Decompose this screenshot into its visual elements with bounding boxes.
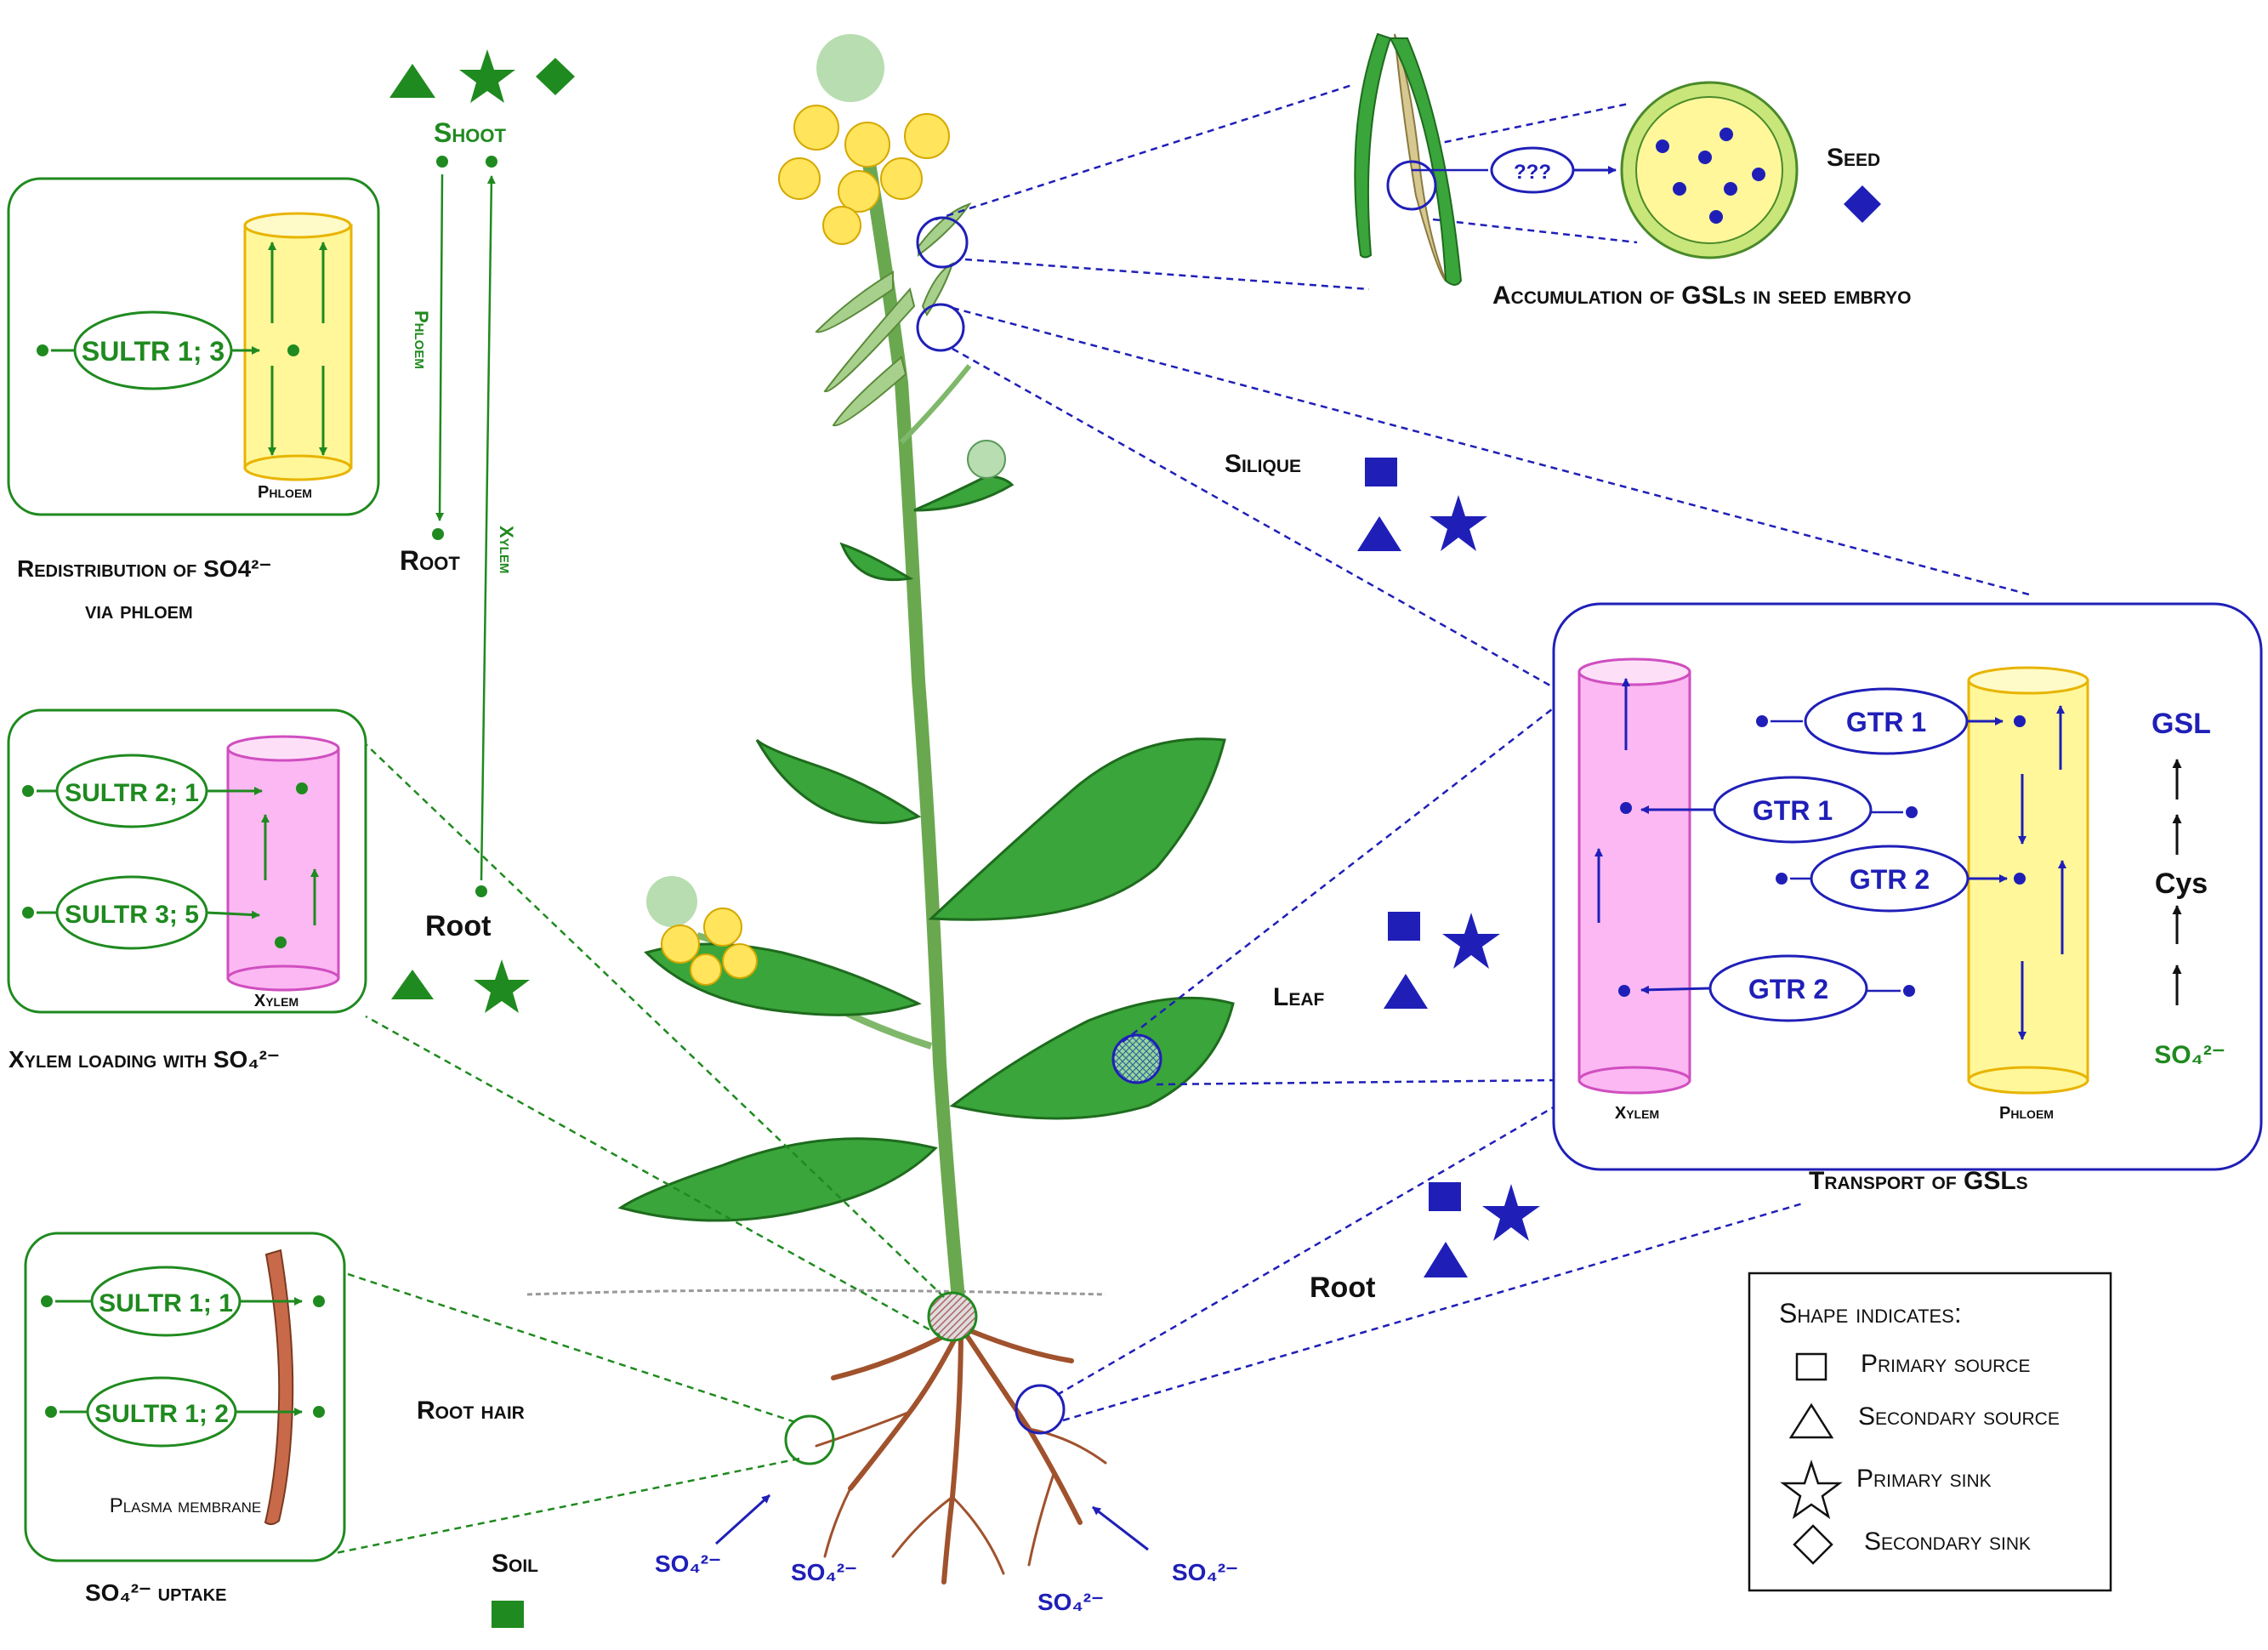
accumulation-caption: Accumulation of GSLs in seed embryo (1492, 282, 1912, 310)
root-tip-highlight (1015, 1384, 1066, 1435)
xylem-axis-label: Xylem (496, 526, 517, 573)
sultr35-label: SULTR 3; 5 (65, 901, 199, 929)
silique-highlight-1 (916, 216, 969, 269)
leaf-label: Leaf (1273, 983, 1324, 1011)
transport-caption: Transport of GSLs (1809, 1167, 2028, 1195)
gsl-label: GSL (2151, 708, 2211, 740)
legend-triangle-icon (1788, 1402, 1834, 1439)
connector-lines (318, 83, 2033, 1558)
gtr1a-label: GTR 1 (1846, 707, 1926, 737)
star-icon (474, 959, 530, 1013)
stem-base-highlight (927, 1291, 978, 1342)
gtr1b-label: GTR 1 (1753, 795, 1833, 826)
xylem-loading-caption: Xylem loading with SO₄²⁻ (9, 1046, 280, 1072)
silique-detail: ??? Seed (1354, 32, 1881, 286)
xylem-label-2: Xylem (1615, 1104, 1659, 1123)
sultr21-label: SULTR 2; 1 (65, 779, 199, 807)
legend-star-icon (1780, 1459, 1843, 1520)
triangle-icon (1424, 1242, 1468, 1277)
root-hair-label: Root hair (417, 1397, 525, 1425)
shoot-label: Shoot (434, 117, 506, 148)
triangle-icon (391, 970, 434, 999)
soil-label: Soil (492, 1550, 538, 1578)
legend-secondary-source: Secondary source (1858, 1402, 2060, 1431)
shoot-symbols (389, 49, 575, 103)
root-top-label: Root (400, 545, 460, 576)
upper-inflorescence (778, 34, 950, 245)
ground-line (526, 1289, 1106, 1296)
legend-square-icon (1795, 1352, 1827, 1381)
soil-sulfate: SO₄²⁻ SO₄²⁻ SO₄²⁻ SO₄²⁻ (655, 1494, 1238, 1615)
root-hair-highlight (784, 1414, 835, 1465)
sultr13-label: SULTR 1; 3 (82, 336, 225, 367)
so4-label-2: SO₄²⁻ (791, 1559, 857, 1585)
so4-biosynthesis-label: SO₄²⁻ (2154, 1041, 2225, 1069)
gtr2b-label: GTR 2 (1748, 974, 1828, 1004)
legend-primary-sink: Primary sink (1856, 1465, 1992, 1493)
root-right-label: Root (1310, 1272, 1375, 1304)
uptake-caption: SO₄²⁻ uptake (85, 1579, 226, 1606)
legend-title: Shape indicates: (1779, 1298, 1962, 1329)
plasma-membrane-label: Plasma membrane (110, 1494, 262, 1517)
root-mid-label: Root (425, 910, 491, 942)
cys-label: Cys (2155, 868, 2208, 900)
square-icon (492, 1601, 524, 1628)
phloem-label-1: Phloem (258, 483, 312, 502)
star-icon (459, 49, 515, 103)
xylem-loading-box: SULTR 2; 1 SULTR 3; 5 Xylem (7, 708, 367, 1014)
silique-label: Silique (1225, 450, 1301, 478)
redistribution-box: SULTR 1; 3 Phloem (7, 177, 380, 516)
gsl-transport-box: Xylem Phloem GTR 1 GTR 1 GTR 2 (1552, 602, 2263, 1171)
sultr11-label: SULTR 1; 1 (99, 1289, 233, 1317)
plasma-membrane (264, 1249, 294, 1526)
so4-label-4: SO₄²⁻ (1172, 1559, 1238, 1585)
gtr2a-label: GTR 2 (1850, 864, 1930, 895)
xylem-label-1: Xylem (254, 992, 298, 1010)
xylem-arrow-line (480, 175, 496, 881)
unknown-transporter-label: ??? (1514, 161, 1551, 184)
phloem-axis-label: Phloem (411, 310, 432, 369)
star-icon (1442, 913, 1500, 969)
redistribution-caption-1: Redistribution of SO4²⁻ (17, 555, 271, 582)
triangle-icon (1384, 974, 1428, 1009)
phloem-arrow-line (435, 174, 445, 521)
so4-label-1: SO₄²⁻ (655, 1550, 721, 1577)
star-icon (1430, 495, 1487, 551)
leaves (617, 475, 1235, 1222)
roots (815, 1324, 1107, 1585)
legend-diamond-icon (1793, 1524, 1833, 1565)
square-icon (1429, 1182, 1461, 1211)
legend-primary-source: Primary source (1861, 1350, 2030, 1378)
uptake-box: SULTR 1; 1 SULTR 1; 2 Plasma membrane (24, 1232, 346, 1562)
redistribution-caption-2: via phloem (85, 597, 193, 623)
so4-label-3: SO₄²⁻ (1037, 1589, 1104, 1615)
square-icon (1388, 912, 1420, 941)
side-inflorescence (646, 876, 758, 986)
square-icon (1365, 458, 1397, 486)
legend: Shape indicates: Primary source Secondar… (1748, 1272, 2112, 1592)
legend-secondary-sink: Secondary sink (1864, 1528, 2031, 1556)
diamond-icon (1844, 185, 1881, 223)
silique-highlight-2 (916, 303, 965, 352)
triangle-icon (1357, 516, 1401, 551)
plant-illustration (526, 34, 1235, 1585)
star-icon (1482, 1184, 1540, 1241)
sultr12-label: SULTR 1; 2 (94, 1400, 229, 1428)
diamond-icon (536, 58, 575, 95)
seed-label: Seed (1827, 144, 1880, 172)
phloem-label-2: Phloem (1999, 1104, 2054, 1123)
triangle-icon (389, 64, 435, 98)
leaf-highlight (1111, 1033, 1162, 1084)
